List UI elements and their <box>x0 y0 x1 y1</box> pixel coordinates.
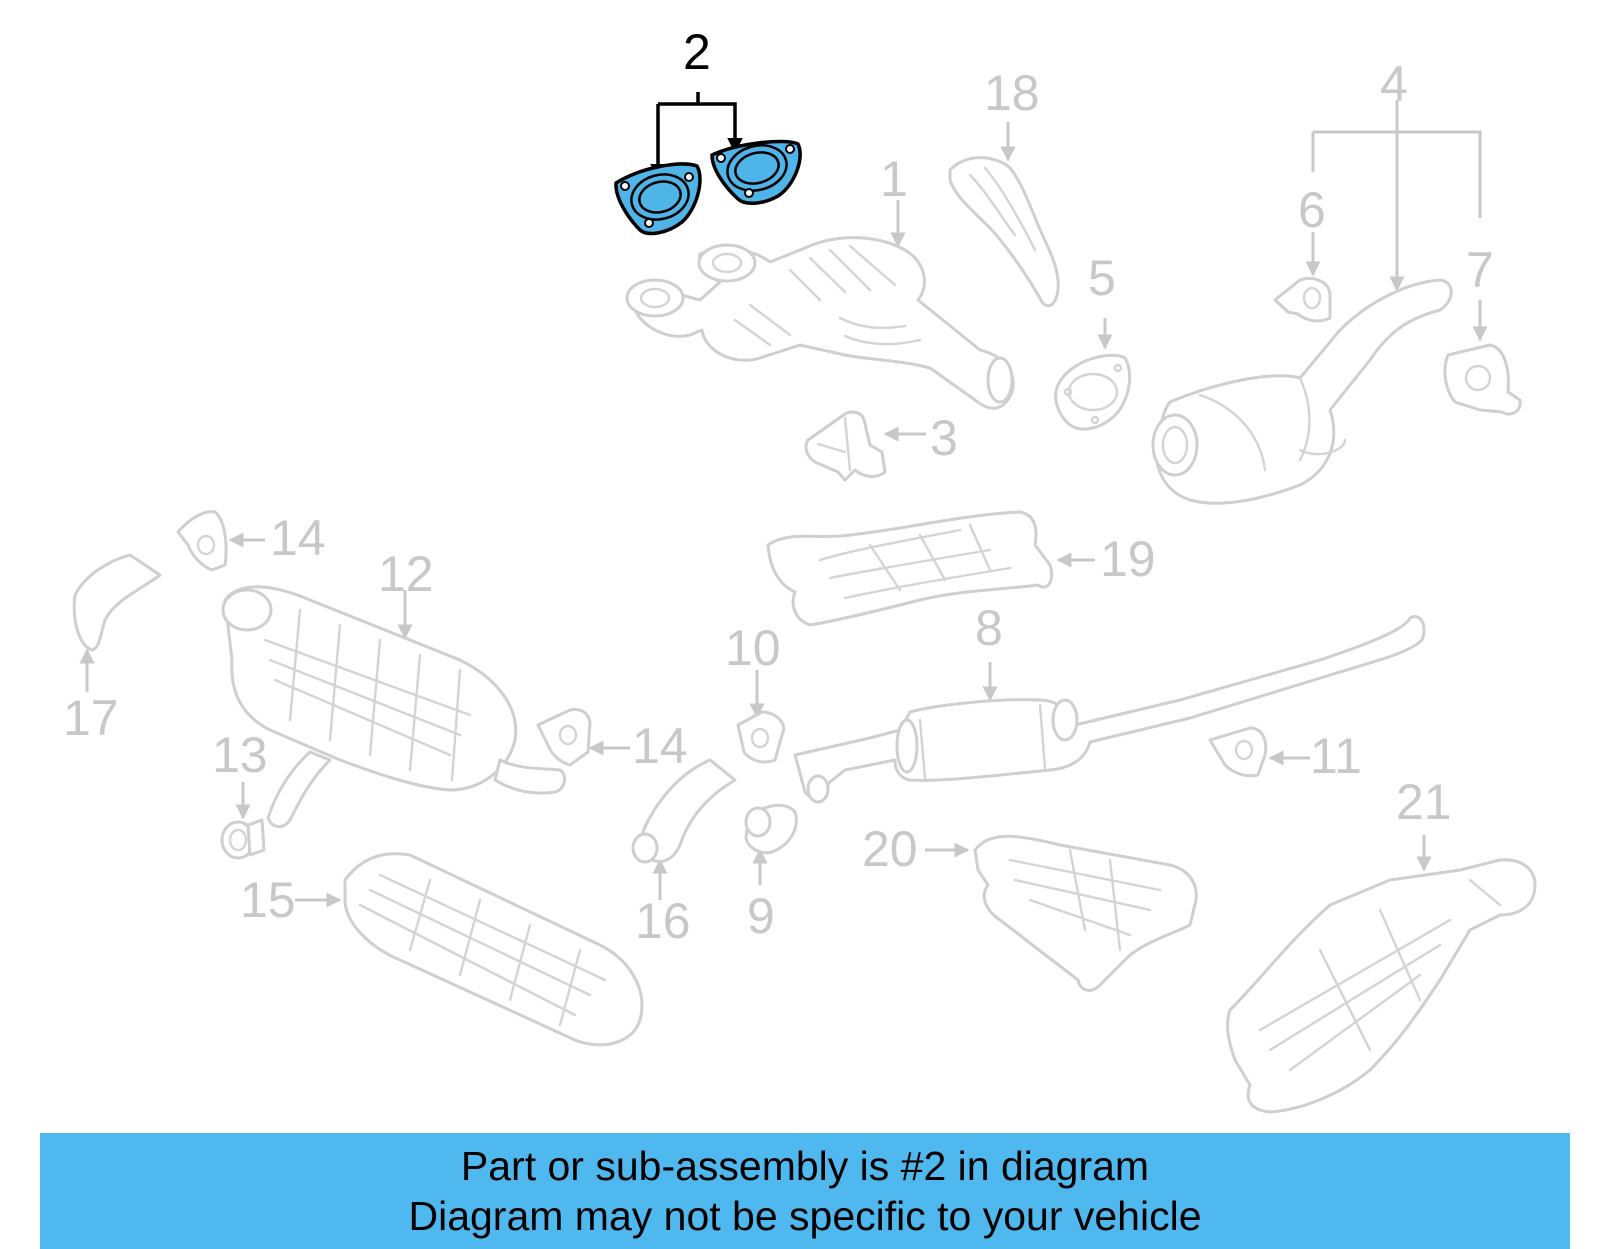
part-14-hanger-lower[interactable] <box>536 708 630 767</box>
part-4-catalyst-pipe[interactable] <box>1151 100 1482 505</box>
part-11-hanger[interactable] <box>1208 726 1310 778</box>
label-10: 10 <box>725 620 781 676</box>
label-8: 8 <box>975 600 1003 656</box>
label-6: 6 <box>1298 182 1326 238</box>
label-1: 1 <box>880 151 908 207</box>
part-13-clamp[interactable] <box>220 782 266 860</box>
gasket-right[interactable] <box>710 139 802 205</box>
part-1-front-pipe[interactable] <box>625 200 1015 410</box>
label-2: 2 <box>683 24 711 80</box>
label-12: 12 <box>378 546 434 602</box>
part-19-heat-shield[interactable] <box>766 510 1095 627</box>
part-6-hanger[interactable] <box>1273 232 1332 323</box>
gasket-left[interactable] <box>614 162 702 236</box>
part-8-center-pipe[interactable] <box>793 615 1426 804</box>
label-4: 4 <box>1380 56 1408 112</box>
part-17-pipe[interactable] <box>72 553 162 692</box>
label-9: 9 <box>747 888 775 944</box>
label-19: 19 <box>1100 531 1156 587</box>
label-14-lower: 14 <box>632 718 688 774</box>
banner-line-part: Part or sub-assembly is #2 in diagram <box>460 1143 1150 1189</box>
label-3: 3 <box>930 410 958 466</box>
label-14-upper: 14 <box>270 510 326 566</box>
part-14-hanger-upper[interactable] <box>176 510 265 572</box>
info-banner: Part or sub-assembly is #2 in diagram Di… <box>40 1133 1570 1249</box>
label-18: 18 <box>984 65 1040 121</box>
part-3-bracket[interactable] <box>804 410 926 482</box>
label-15: 15 <box>240 872 296 928</box>
label-13: 13 <box>212 727 268 783</box>
part-15-heat-shield[interactable] <box>295 852 644 1047</box>
part-10-hanger[interactable] <box>736 670 786 764</box>
part-18-heat-shield[interactable] <box>948 122 1060 308</box>
part-2-gaskets[interactable] <box>614 92 802 236</box>
label-17: 17 <box>63 690 119 746</box>
part-20-heat-shield[interactable] <box>925 834 1198 992</box>
part-5-gasket[interactable] <box>1054 318 1132 431</box>
label-7: 7 <box>1466 242 1494 298</box>
part-9-clamp[interactable] <box>744 803 798 885</box>
part-21-heat-shield[interactable] <box>1226 835 1537 1114</box>
part-12-muffler[interactable] <box>221 585 567 828</box>
label-5: 5 <box>1088 250 1116 306</box>
label-16: 16 <box>635 893 691 949</box>
part-16-pipe[interactable] <box>631 758 737 900</box>
banner-line-disclaimer: Diagram may not be specific to your vehi… <box>408 1193 1202 1239</box>
label-20: 20 <box>862 821 918 877</box>
label-11: 11 <box>1310 728 1362 784</box>
label-21: 21 <box>1396 774 1452 830</box>
part-7-hanger[interactable] <box>1443 300 1522 416</box>
